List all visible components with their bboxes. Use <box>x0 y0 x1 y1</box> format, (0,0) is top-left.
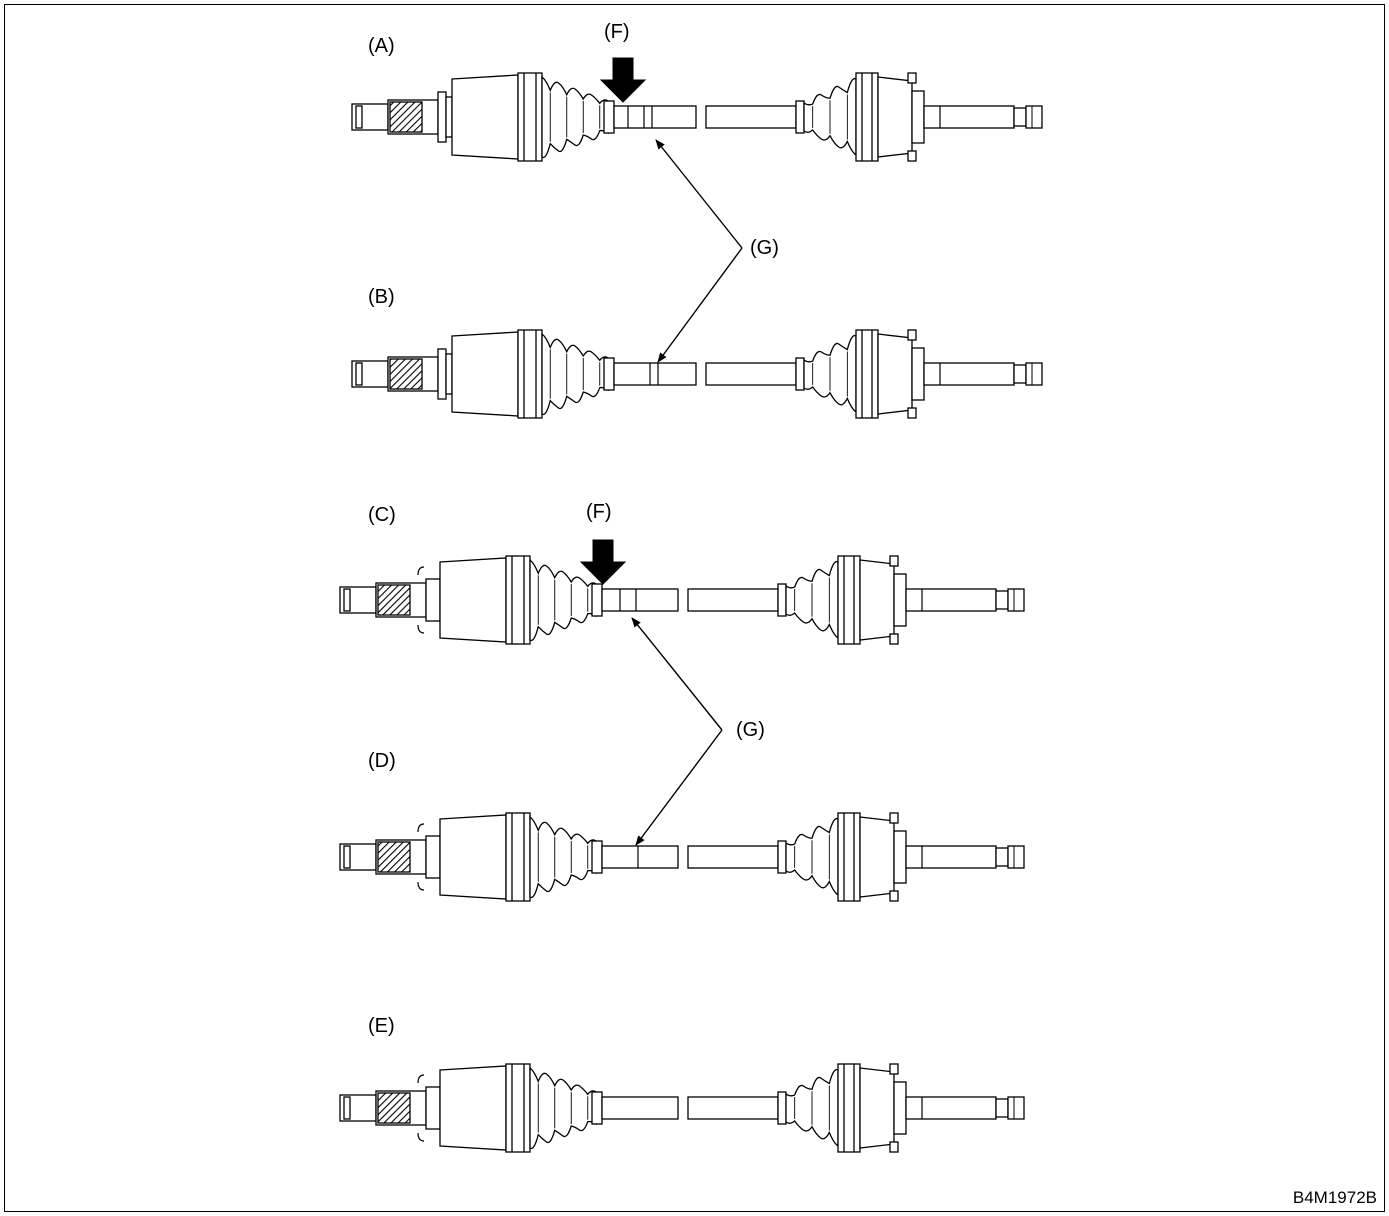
leader-g-top-upper <box>655 139 743 249</box>
shaft-d <box>339 812 1025 902</box>
shaft-a <box>351 72 1043 162</box>
label-g-top: (G) <box>750 237 779 259</box>
label-f-mid: (F) <box>586 501 612 523</box>
leader-g-mid-upper <box>631 617 723 731</box>
leader-g-mid-lower <box>635 729 723 846</box>
leader-g-top-lower <box>657 247 743 363</box>
shaft-b <box>351 329 1043 419</box>
label-b: (B) <box>368 286 395 308</box>
label-d: (D) <box>368 750 396 772</box>
label-e: (E) <box>368 1015 395 1037</box>
label-a: (A) <box>368 35 395 57</box>
label-f-top: (F) <box>604 21 630 43</box>
label-c: (C) <box>368 504 396 526</box>
shaft-c <box>339 555 1025 645</box>
label-g-mid: (G) <box>736 719 765 741</box>
arrow-f-mid <box>579 539 627 585</box>
shaft-e <box>339 1063 1025 1153</box>
figure-id: B4M1972B <box>1292 1188 1377 1207</box>
diagram-frame <box>4 4 1385 1212</box>
arrow-f-top <box>599 57 647 103</box>
